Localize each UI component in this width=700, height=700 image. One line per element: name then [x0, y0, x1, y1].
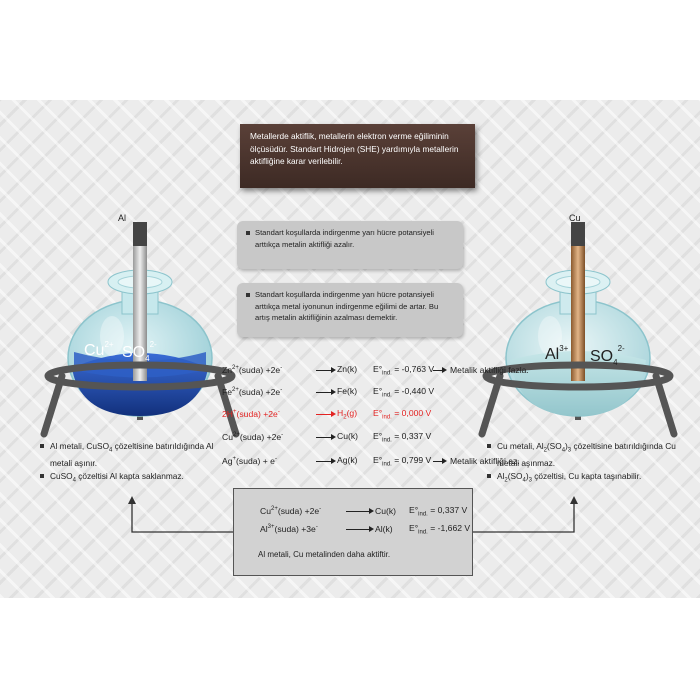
right-notes: Cu metali, Al2(SO4)3 çözeltisine batırıl…	[487, 440, 677, 487]
right-note-1: Cu metali, Al2(SO4)3 çözeltisine batırıl…	[487, 440, 677, 470]
content-panel: Metallerde aktiflik, metallerin elektron…	[0, 100, 700, 598]
bullet-box-potential-activity: Standart koşullarda indirgenme yarı hücr…	[237, 221, 463, 269]
reaction-arrow-icon	[346, 525, 374, 532]
left-electrode-label: Al	[118, 213, 127, 223]
left-cation-label: Cu2+	[84, 340, 114, 359]
left-electrode-rod	[133, 246, 147, 381]
bullet-text: Standart koşullarda indirgenme yarı hücr…	[255, 228, 434, 249]
bullet-square-icon	[487, 444, 491, 448]
intro-box: Metallerde aktiflik, metallerin elektron…	[240, 124, 475, 188]
right-connector-arrow	[473, 502, 575, 533]
right-electrode-label: Cu	[569, 213, 581, 223]
reaction-arrow-icon	[346, 507, 374, 514]
bullet-square-icon	[246, 293, 250, 297]
left-apparatus	[40, 222, 240, 438]
left-note-1: Al metali, CuSO4 çözeltisine batırıldığı…	[40, 440, 220, 470]
activity-note: Metalik aktifliği az.	[450, 456, 520, 466]
left-note-2: CuSO4 çözeltisi Al kapta saklanmaz.	[40, 470, 220, 487]
right-apparatus	[478, 222, 678, 438]
left-stand-ring	[44, 361, 236, 391]
right-cation-label: Al3+	[545, 344, 569, 363]
trend-arrow-icon	[433, 457, 447, 464]
right-arrow-head-icon	[570, 496, 578, 504]
right-electrode-cap	[571, 222, 585, 246]
bullet-square-icon	[246, 231, 250, 235]
comparison-box: Cu2+(suda) +2e- Cu(k) E°ind. = 0,337 V A…	[233, 488, 473, 576]
right-note-2: Al2(SO4)3 çözeltisi, Cu kapta taşınabili…	[487, 470, 677, 487]
reaction-arrow-icon	[316, 457, 336, 464]
activity-note: Metalik aktifliği fazla.	[450, 365, 529, 375]
reduction-equation-row: 2H+(suda) +2e-H2(g)E°ind. = 0,000 V	[222, 407, 432, 421]
bullet-square-icon	[40, 444, 44, 448]
intro-text: Metallerde aktiflik, metallerin elektron…	[250, 131, 459, 166]
left-notes: Al metali, CuSO4 çözeltisine batırıldığı…	[40, 440, 220, 487]
comparison-equation-al: Al3+(suda) +3e- Al(k) E°ind. = -1,662 V	[260, 523, 471, 536]
bullet-box-reduction-tendency: Standart koşullarda indirgenme yarı hücr…	[237, 283, 463, 337]
comparison-equation-cu: Cu2+(suda) +2e- Cu(k) E°ind. = 0,337 V	[260, 505, 468, 518]
reduction-equation-row: Fe2+(suda) +2e-Fe(k)E°ind. = -0,440 V	[222, 385, 435, 399]
left-electrode-cap	[133, 222, 147, 246]
comparison-conclusion: Al metali, Cu metalinden daha aktiftir.	[258, 550, 391, 559]
bullet-square-icon	[40, 473, 44, 478]
reduction-equation-row: Cu2+(suda) +2e-Cu(k)E°ind. = 0,337 V	[222, 430, 432, 444]
bullet-square-icon	[487, 473, 491, 478]
reaction-arrow-icon	[316, 366, 336, 373]
left-anion-label: SO42-	[122, 340, 157, 364]
right-electrode-rod	[571, 246, 585, 381]
trend-arrow-icon	[433, 366, 447, 373]
left-arrow-head-icon	[128, 496, 136, 504]
right-anion-label: SO42-	[590, 344, 625, 368]
right-stand-ring	[482, 361, 674, 391]
reaction-arrow-icon	[316, 388, 336, 395]
bullet-text: Standart koşullarda indirgenme yarı hücr…	[255, 290, 439, 322]
reaction-arrow-icon	[316, 433, 336, 440]
reaction-arrow-icon	[316, 410, 336, 417]
left-connector-arrow	[131, 502, 233, 533]
connector-arrows	[128, 496, 578, 533]
